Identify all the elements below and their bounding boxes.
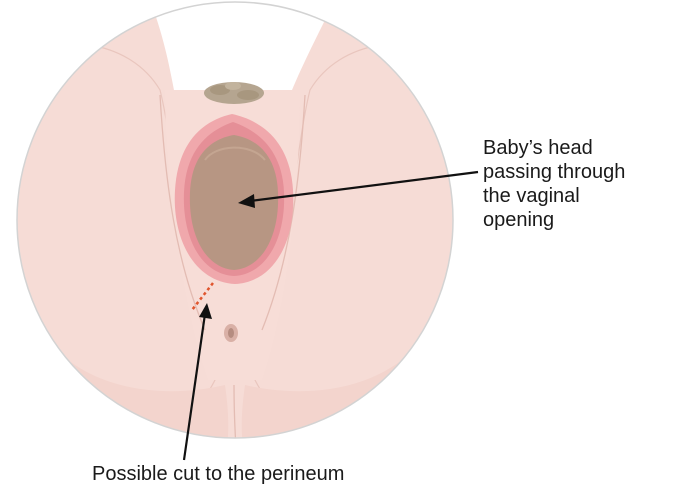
baby-head-label: Baby’s head passing through the vaginal …	[483, 136, 625, 232]
anus	[224, 324, 238, 342]
perineum-cut-label: Possible cut to the perineum	[92, 462, 344, 486]
baby-head-label-line-3: the vaginal	[483, 184, 625, 208]
baby-head-label-line-2: passing through	[483, 160, 625, 184]
baby-head-label-line-1: Baby’s head	[483, 136, 625, 160]
baby-head-label-line-4: opening	[483, 208, 625, 232]
baby-head	[190, 135, 278, 270]
pubic-hair	[204, 82, 264, 104]
